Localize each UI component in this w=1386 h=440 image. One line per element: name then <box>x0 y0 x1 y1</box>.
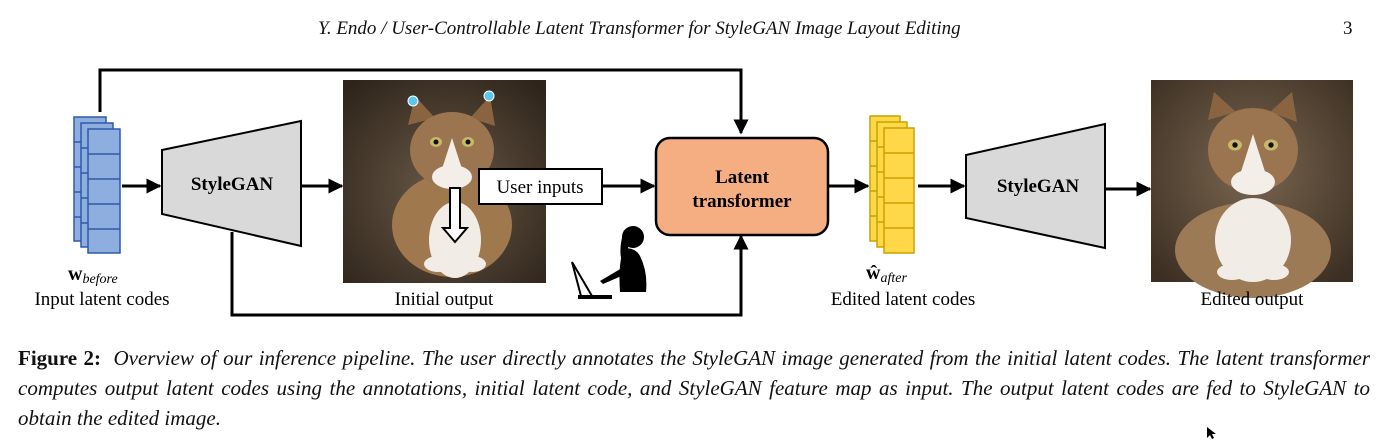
edited-codes-symbol: ŵafter <box>866 262 907 286</box>
pipeline-diagram: wbefore Input latent codes StyleGAN Init… <box>34 68 1353 317</box>
user-inputs-box <box>478 168 603 205</box>
figure-label: Figure 2: <box>18 346 102 370</box>
input-codes-label: Input latent codes <box>34 289 169 310</box>
connector-lines <box>98 68 1152 317</box>
user-with-laptop-icon <box>571 226 647 299</box>
stylegan-generator-in <box>161 119 302 248</box>
input-codes-symbol: wbefore <box>68 263 118 287</box>
edited-output-image <box>1151 80 1353 298</box>
figure-caption-text: Overview of our inference pipeline. The … <box>18 346 1370 430</box>
mouse-cursor-icon <box>1207 427 1216 439</box>
page-number: 3 <box>1343 18 1353 39</box>
transformer-label-line2: transformer <box>692 191 792 212</box>
edited-codes-label: Edited latent codes <box>831 289 976 310</box>
annotation-point-left-ear <box>407 95 419 107</box>
input-latent-codes-stack <box>73 116 121 254</box>
stylegan-out-label: StyleGAN <box>997 176 1080 197</box>
stylegan-generator-out <box>965 122 1106 250</box>
edited-output-label: Edited output <box>1201 289 1305 310</box>
drag-down-arrow-icon <box>440 187 470 244</box>
page-header: Y. Endo / User-Controllable Latent Trans… <box>0 18 1386 44</box>
edited-latent-codes-stack <box>869 115 915 254</box>
initial-output-image <box>343 80 546 283</box>
skip-connection-top <box>98 68 749 135</box>
annotation-point-right-ear <box>483 90 495 102</box>
stylegan-in-label: StyleGAN <box>191 174 274 195</box>
user-inputs-label: User inputs <box>496 177 583 198</box>
feature-map-connection <box>230 232 749 317</box>
running-title: Y. Endo / User-Controllable Latent Trans… <box>318 18 961 39</box>
figure-caption: Figure 2: Overview of our inference pipe… <box>18 343 1370 433</box>
initial-output-label: Initial output <box>395 289 494 310</box>
transformer-label-line1: Latent <box>715 167 770 188</box>
latent-transformer-block <box>654 136 830 237</box>
